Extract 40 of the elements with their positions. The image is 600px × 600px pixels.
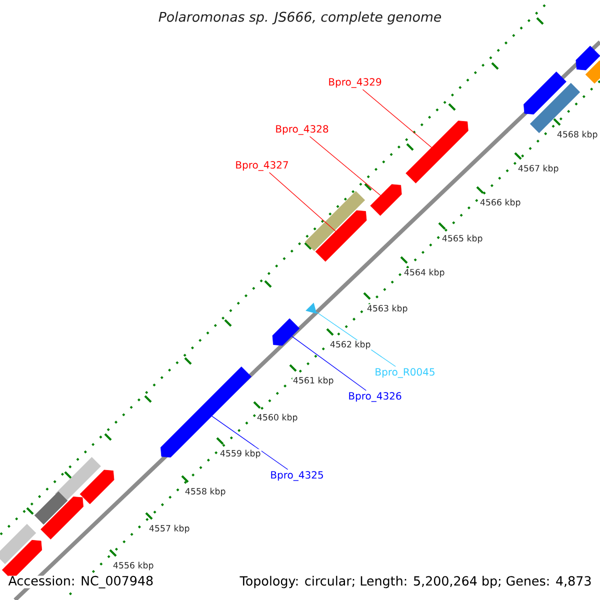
gene-bar [55, 457, 101, 503]
gene-label: Bpro_4326 [349, 392, 402, 402]
gene-feature [272, 318, 300, 346]
tick-label: 4566 kbp [479, 198, 522, 208]
leader-line [309, 136, 381, 196]
gene-bar [0, 524, 36, 564]
gene-feature [80, 470, 114, 504]
tick-label: 4563 kbp [366, 304, 408, 314]
gene-feature [524, 72, 566, 114]
leader-line [269, 172, 336, 232]
gene-feature [40, 496, 84, 540]
gene-bar [304, 190, 366, 252]
gene-label: Bpro_4327 [236, 161, 288, 171]
tick-label: 4559 kbp [219, 449, 262, 459]
leader-line [212, 416, 288, 470]
tick-label: 4562 kbp [329, 340, 372, 350]
tick-label: 4564 kbp [403, 268, 446, 278]
gene-feature [315, 210, 367, 262]
tick-label: 4557 kbp [148, 524, 190, 534]
tick-label: 4556 kbp [112, 561, 154, 571]
tick-label: 4565 kbp [441, 234, 484, 244]
gene-label: Bpro_R0045 [376, 368, 434, 378]
gene-label: Bpro_4325 [271, 471, 323, 481]
gene-feature [576, 46, 600, 70]
gene-bar [34, 491, 68, 525]
gene-bar [585, 60, 600, 84]
gene-marker [306, 302, 317, 314]
footer-text: Accession: NC_007948 [8, 576, 154, 588]
leader-line [362, 89, 432, 148]
gene-label: Bpro_4329 [329, 78, 382, 88]
tick-label: 4558 kbp [184, 487, 226, 497]
gene-feature [370, 184, 402, 216]
footer-text: Topology: circular; Length: 5,200,264 bp; Genes: 4,873 [240, 576, 592, 588]
tick-label: 4568 kbp [556, 130, 598, 140]
title: Polaromonas sp. JS666, complete genome [158, 12, 442, 24]
gene-feature [406, 120, 468, 184]
tick-label: 4561 kbp [292, 376, 334, 386]
tick-label: 4567 kbp [517, 164, 560, 174]
gene-label: Bpro_4328 [276, 125, 328, 135]
leader-line [292, 336, 366, 391]
